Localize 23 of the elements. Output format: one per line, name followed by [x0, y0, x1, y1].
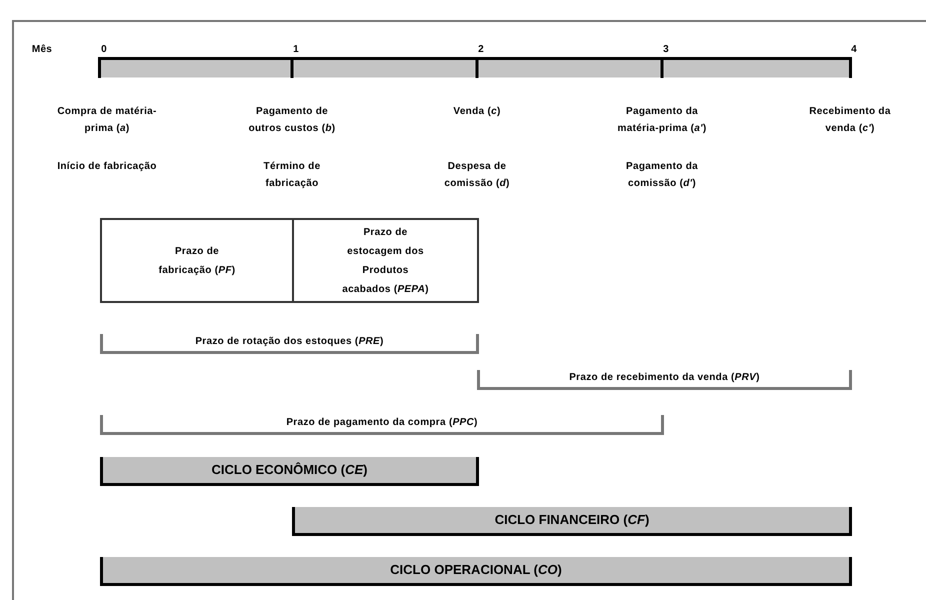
cycle-bar: CICLO ECONÔMICO (CE)	[100, 457, 479, 486]
event-label: Compra de matéria-prima (a)	[57, 105, 157, 136]
event-label: Início de fabricação	[57, 160, 157, 174]
axis-label: 2	[477, 43, 485, 57]
period-bracket: Prazo de rotação dos estoques (PRE)	[100, 334, 479, 354]
event-label: Pagamento de outros custos (b)	[248, 105, 336, 136]
event-label: Pagamento da matéria-prima (a')	[616, 105, 708, 136]
event-label: Recebimento da venda (c')	[808, 105, 892, 136]
cycle-bar: CICLO FINANCEIRO (CF)	[292, 507, 852, 536]
period-bracket: Prazo de recebimento da venda (PRV)	[477, 370, 852, 390]
event-label: Pagamento da comissão (d')	[625, 160, 699, 191]
event-label: Término de fabricação	[262, 160, 322, 191]
event-label: Venda (c)	[452, 105, 502, 119]
axis-label: 3	[662, 43, 670, 57]
period-box: Prazo de fabricação (PF)	[100, 218, 294, 303]
axis-label: Mês	[30, 43, 54, 57]
axis-label: 0	[100, 43, 108, 57]
axis-label: 1	[292, 43, 300, 57]
axis-label: 4	[850, 43, 858, 57]
period-box: Prazo de estocagem dos Produtos acabados (PEPA)	[292, 218, 479, 303]
period-bracket: Prazo de pagamento da compra (PPC)	[100, 415, 664, 435]
cycle-bar: CICLO OPERACIONAL (CO)	[100, 557, 852, 586]
event-label: Despesa de comissão (d)	[443, 160, 511, 191]
